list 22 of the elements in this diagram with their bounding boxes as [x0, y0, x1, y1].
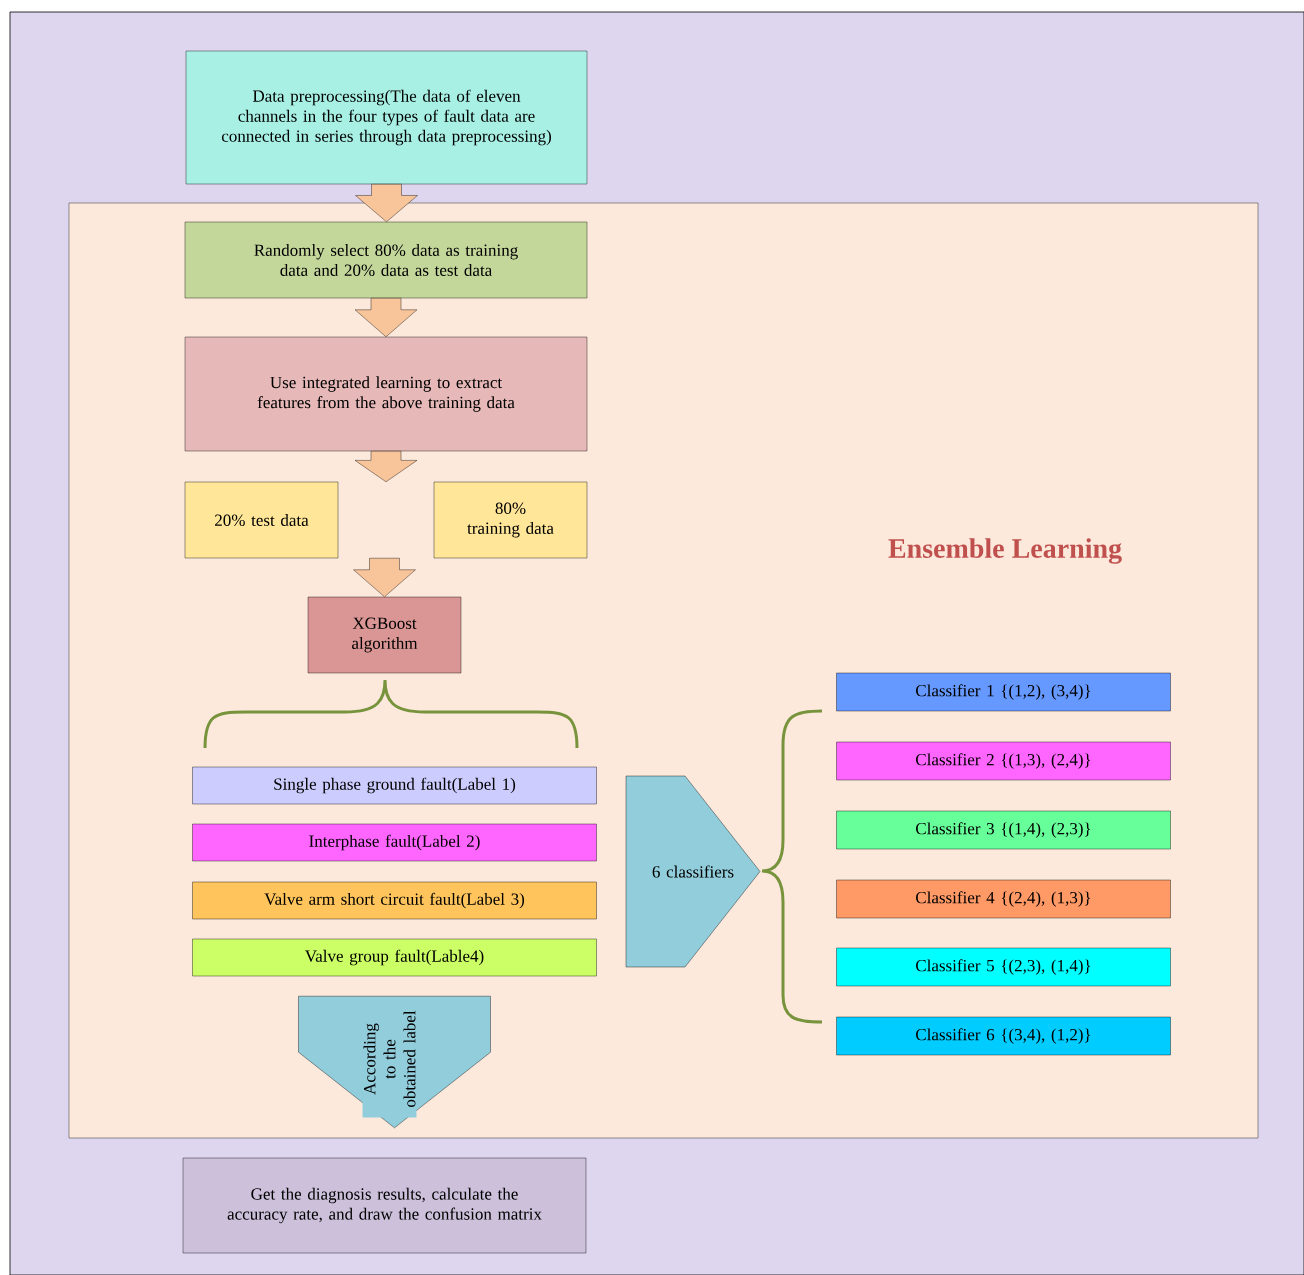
data-box: 20% test data [184, 481, 339, 559]
process-box: Data preprocessing(The data of eleven channels in the four types of fault data are connected in series through data preprocessing) [185, 50, 588, 185]
block-arrow [353, 558, 416, 597]
process-box: Get the diagnosis results, calculate the accuracy rate, and draw the confusion matrix [182, 1157, 587, 1254]
classifier-bar: Classifier 4 {(2,4), (1,3)} [836, 879, 1171, 919]
data-box: 80% training data [433, 481, 588, 559]
classifier-bar: Classifier 5 {(2,3), (1,4)} [836, 947, 1171, 987]
label-bar: Valve arm short circuit fault(Label 3) [192, 881, 597, 920]
edge-label: According to the obtained label [362, 1000, 417, 1118]
process-box: Use integrated learning to extract features from the above training data [184, 336, 588, 452]
block-arrow [354, 451, 418, 482]
classifier-bar: Classifier 1 {(1,2), (3,4)} [836, 672, 1171, 712]
classifier-bar: Classifier 3 {(1,4), (2,3)} [836, 810, 1171, 850]
label-bar: Valve group fault(Lable4) [192, 938, 597, 977]
classifier-bar: Classifier 2 {(1,3), (2,4)} [836, 741, 1171, 781]
algorithm-box: XGBoost algorithm [307, 596, 462, 674]
process-box: Randomly select 80% data as training data and 20% data as test data [184, 221, 588, 299]
label-bar: Single phase ground fault(Label 1) [192, 766, 597, 805]
block-arrow [355, 184, 418, 222]
block-arrow [354, 298, 418, 337]
classifier-bar: Classifier 6 {(3,4), (1,2)} [836, 1016, 1171, 1056]
label-bar: Interphase fault(Label 2) [192, 823, 597, 862]
